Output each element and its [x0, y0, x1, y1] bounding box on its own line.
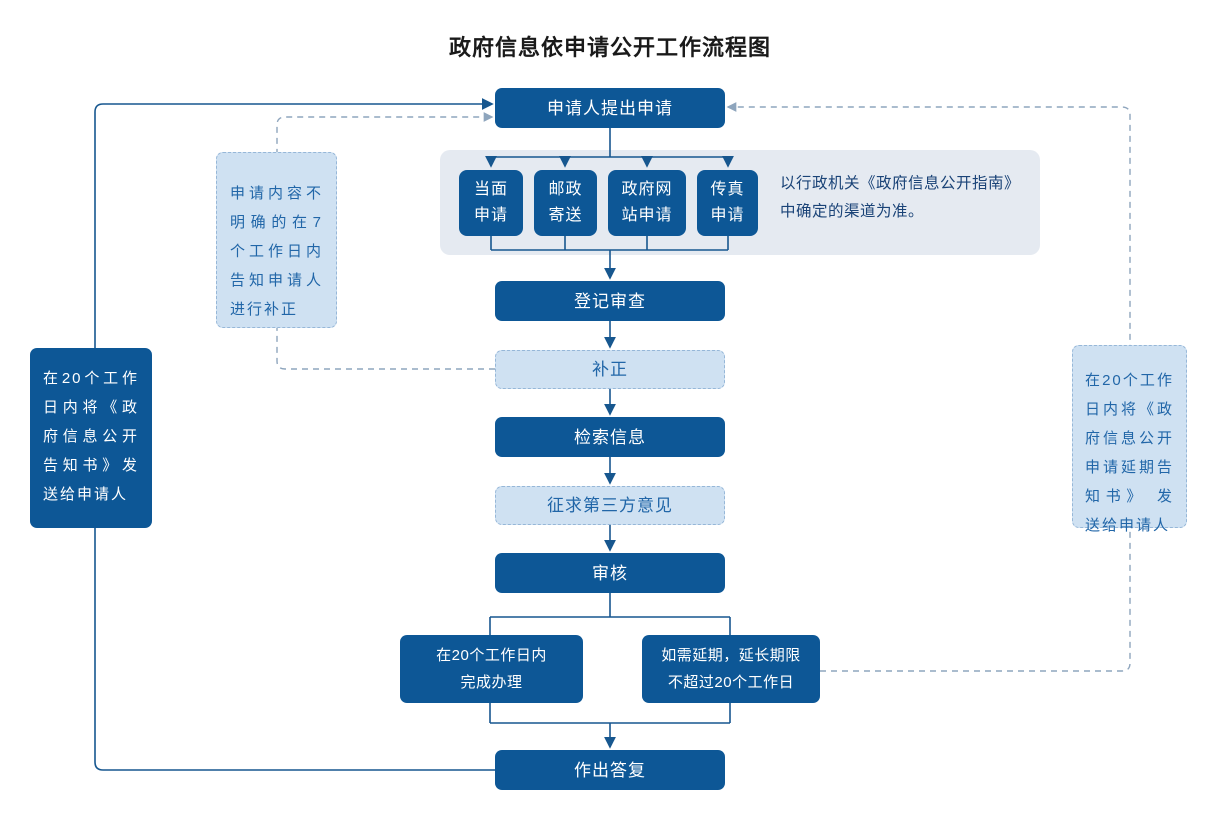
channel-guide-note: 以行政机关《政府信息公开指南》 中确定的渠道为准。 [780, 175, 1021, 220]
node-supplement-correction: 补正 [495, 350, 725, 389]
note-extension-notice: 在20个工作日内将《政府信息公开申请延期告知书》 发送给申请人 [1072, 345, 1187, 534]
node-complete-in-20-days: 在20个工作日内 完成办理 [400, 635, 583, 703]
node-channel-in-person: 当面 申请 [459, 170, 523, 236]
node-extension-branch: 如需延期，延长期限 不超过20个工作日 [642, 635, 820, 703]
node-third-party-opinion: 征求第三方意见 [495, 486, 725, 525]
note-supplement-notice: 申请内容不明确的在7个工作日内告知申请人进行补正 [216, 152, 337, 328]
node-channel-fax: 传真 申请 [697, 170, 758, 236]
node-review: 审核 [495, 553, 725, 593]
note-disclosure-notice: 在20个工作日内将《政府信息公开告知书》发送给申请人 [30, 348, 152, 528]
node-register-review: 登记审查 [495, 281, 725, 321]
node-search-information: 检索信息 [495, 417, 725, 457]
node-applicant-submit: 申请人提出申请 [495, 88, 725, 128]
node-channel-postal: 邮政 寄送 [534, 170, 597, 236]
node-channel-gov-website: 政府网 站申请 [608, 170, 686, 236]
page-title: 政府信息依申请公开工作流程图 [448, 35, 771, 60]
node-make-reply: 作出答复 [495, 750, 725, 790]
